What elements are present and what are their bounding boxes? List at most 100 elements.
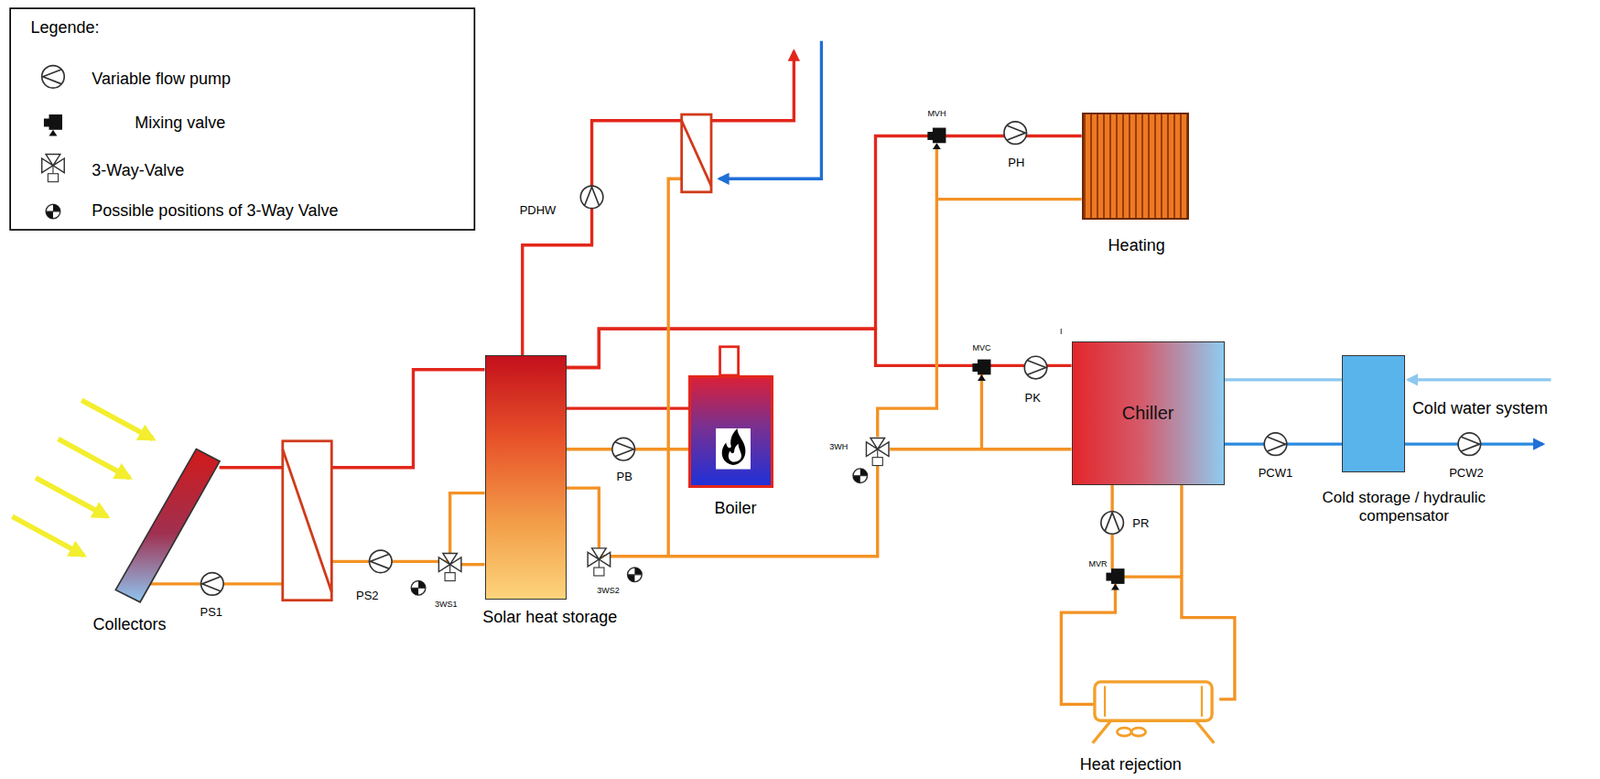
pump-symbol xyxy=(612,437,636,461)
mixing-valve-symbol xyxy=(43,114,63,136)
pump-symbol xyxy=(1006,125,1026,141)
rejection-figure xyxy=(1103,685,1106,716)
valve-position-symbol xyxy=(627,573,643,575)
sun-rays xyxy=(81,400,153,439)
pump-symbol xyxy=(43,69,62,85)
return-pipe xyxy=(877,145,938,438)
component-label: PCW1 xyxy=(1258,466,1294,481)
rejection-figure xyxy=(1131,727,1146,736)
collector-figure xyxy=(115,448,220,602)
pump-symbol xyxy=(1024,356,1048,379)
return-pipe xyxy=(980,373,984,449)
three-way-valve-symbol xyxy=(42,154,65,183)
legend-box xyxy=(10,8,475,230)
node-caption: Heat rejection xyxy=(1080,755,1182,776)
node-label: Chiller xyxy=(1122,402,1175,424)
three-way-valve-symbol xyxy=(876,449,878,458)
pump-symbol xyxy=(42,65,65,89)
node-caption: Boiler xyxy=(713,498,757,519)
valve-position-symbol xyxy=(45,210,61,212)
pump-symbol xyxy=(1458,432,1482,456)
valve-position-symbol xyxy=(410,581,426,596)
pump-symbol xyxy=(1460,436,1480,452)
legend-entry: 3-Way-Valve xyxy=(91,161,184,181)
three-way-valve-symbol xyxy=(438,552,462,581)
tank-node: Solar heat storage xyxy=(485,355,567,601)
collector-node: Collectors xyxy=(112,443,220,603)
hot-water-pipe xyxy=(522,51,795,356)
legend-entry: Mixing valve xyxy=(134,112,226,132)
component-label: PS2 xyxy=(356,589,379,604)
mixing-valve-symbol xyxy=(1111,583,1120,591)
three-way-valve-symbol xyxy=(594,567,605,576)
heat-exchanger xyxy=(282,449,333,593)
rejection-figure xyxy=(1196,720,1215,744)
three-way-valve-symbol xyxy=(444,572,455,582)
pump-symbol xyxy=(201,572,225,596)
valve-position-symbol xyxy=(853,468,868,484)
valve-position-symbol xyxy=(410,581,426,596)
rejection-figure xyxy=(1086,673,1220,747)
rejection-node: Heat rejection xyxy=(1086,673,1220,747)
pump-symbol xyxy=(1264,432,1287,456)
heating-node: Heating xyxy=(1081,112,1190,220)
pump-symbol xyxy=(1004,121,1028,145)
sun-rays xyxy=(11,516,84,555)
valve-position-symbol xyxy=(627,567,643,583)
pump-symbol xyxy=(201,572,225,596)
rejection-figure xyxy=(1200,685,1203,716)
valve-position-symbol xyxy=(410,581,426,596)
pump-symbol xyxy=(615,442,634,457)
cold-node: Cold storage / hydraulic compensator xyxy=(1341,355,1406,473)
three-way-valve-symbol xyxy=(865,437,889,465)
mixing-valve-symbol xyxy=(1105,568,1125,590)
pump-symbol xyxy=(1264,432,1287,456)
three-way-valve-symbol xyxy=(52,165,54,174)
node-caption: Cold storage / hydraulic compensator xyxy=(1317,488,1492,527)
boiler-figure xyxy=(722,428,746,465)
mixing-valve-symbol xyxy=(49,114,63,130)
mixing-valve-symbol xyxy=(1111,568,1125,584)
pump-symbol xyxy=(369,550,393,573)
component-label: PCW2 xyxy=(1448,466,1484,481)
component-label: 3WH xyxy=(829,442,848,452)
sun-rays xyxy=(11,400,153,555)
mixing-valve-symbol xyxy=(49,129,58,137)
component-label: PK xyxy=(1025,390,1041,405)
pump-symbol xyxy=(1458,432,1482,456)
three-way-valve-symbol xyxy=(47,173,58,183)
component-label: PB xyxy=(616,469,633,484)
heat-exchanger xyxy=(282,114,712,601)
mixing-valve-symbol xyxy=(972,359,991,381)
mixing-valve-symbol xyxy=(977,359,991,376)
component-label: MVR xyxy=(1089,559,1108,569)
heat-exchanger xyxy=(681,114,712,193)
valve-position-symbol xyxy=(627,567,643,583)
heat-exchanger xyxy=(681,120,712,186)
component-label: MVC xyxy=(972,343,991,353)
pipe-connector xyxy=(1224,378,1342,381)
pump-symbol xyxy=(370,554,390,570)
mixing-valve-symbol xyxy=(977,374,986,381)
valve-position-symbol xyxy=(627,567,643,583)
pump-symbol xyxy=(580,185,604,209)
rejection-figure xyxy=(1117,727,1133,736)
pump-symbol xyxy=(584,186,600,206)
boiler-figure xyxy=(716,428,752,470)
component-label: PDHW xyxy=(519,203,557,217)
valve-position-symbol xyxy=(45,204,61,219)
return-pipe xyxy=(936,197,1082,201)
pipe-connector xyxy=(566,135,1082,368)
sun-rays xyxy=(35,477,108,517)
valve-position-symbol xyxy=(410,587,426,589)
pump-symbol xyxy=(1004,121,1028,145)
pump-symbol xyxy=(580,185,604,209)
pipe-connector xyxy=(219,369,486,468)
pipe-connector xyxy=(566,328,1072,368)
boiler-node: Boiler xyxy=(688,375,774,488)
three-way-valve-symbol xyxy=(872,457,883,466)
valve-position-symbol xyxy=(45,204,61,219)
three-way-valve-symbol xyxy=(449,564,451,573)
mixing-valve-symbol xyxy=(932,128,946,144)
